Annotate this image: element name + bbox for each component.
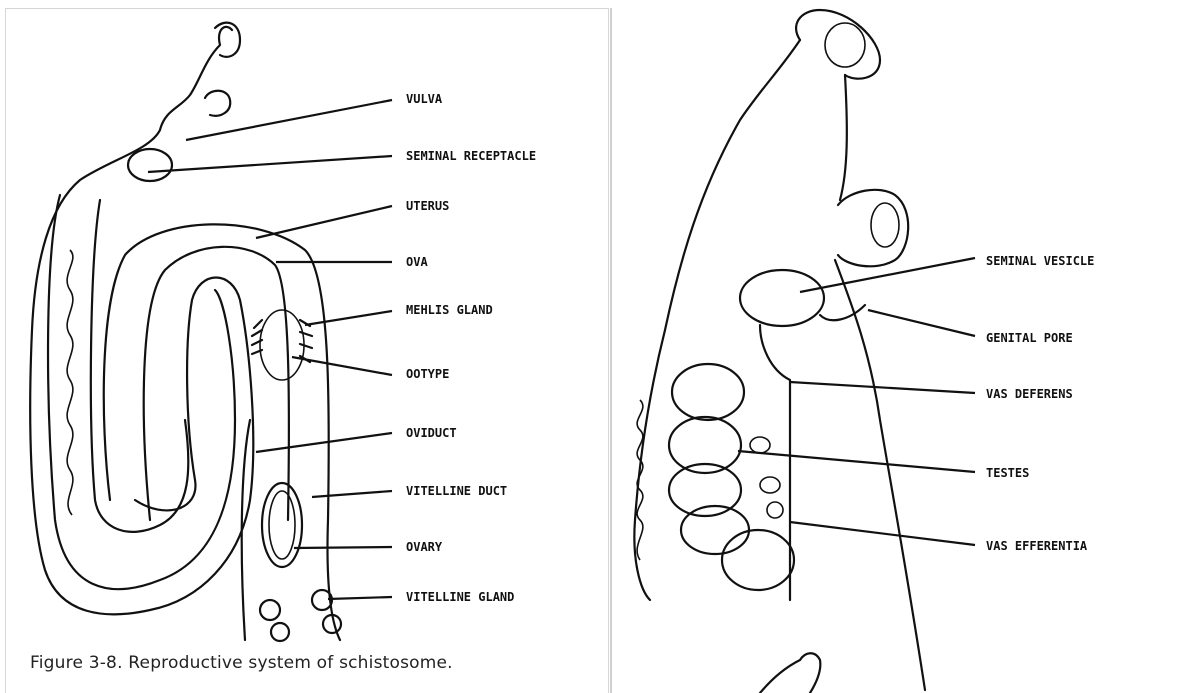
label-vitelline-gland: VITELLINE GLAND (406, 590, 514, 604)
male-worm-illustration (634, 10, 925, 693)
label-seminal-vesicle: SEMINAL VESICLE (986, 254, 1094, 268)
label-genital-pore: GENITAL PORE (986, 331, 1073, 345)
label-vitelline-duct: VITELLINE DUCT (406, 484, 507, 498)
label-uterus: UTERUS (406, 199, 449, 213)
label-testes: TESTES (986, 466, 1029, 480)
label-ootype: OOTYPE (406, 367, 449, 381)
label-ova: OVA (406, 255, 428, 269)
label-oviduct: OVIDUCT (406, 426, 457, 440)
label-vulva: VULVA (406, 92, 443, 106)
label-mehlis-gland: MEHLIS GLAND (406, 303, 493, 317)
label-seminal-receptacle: SEMINAL RECEPTACLE (406, 149, 536, 163)
label-vas-efferentia: VAS EFFERENTIA (986, 539, 1088, 553)
figure-caption: Figure 3-8. Reproductive system of schis… (30, 653, 453, 673)
label-ovary: OVARY (406, 540, 443, 554)
label-vas-deferens: VAS DEFERENS (986, 387, 1073, 401)
